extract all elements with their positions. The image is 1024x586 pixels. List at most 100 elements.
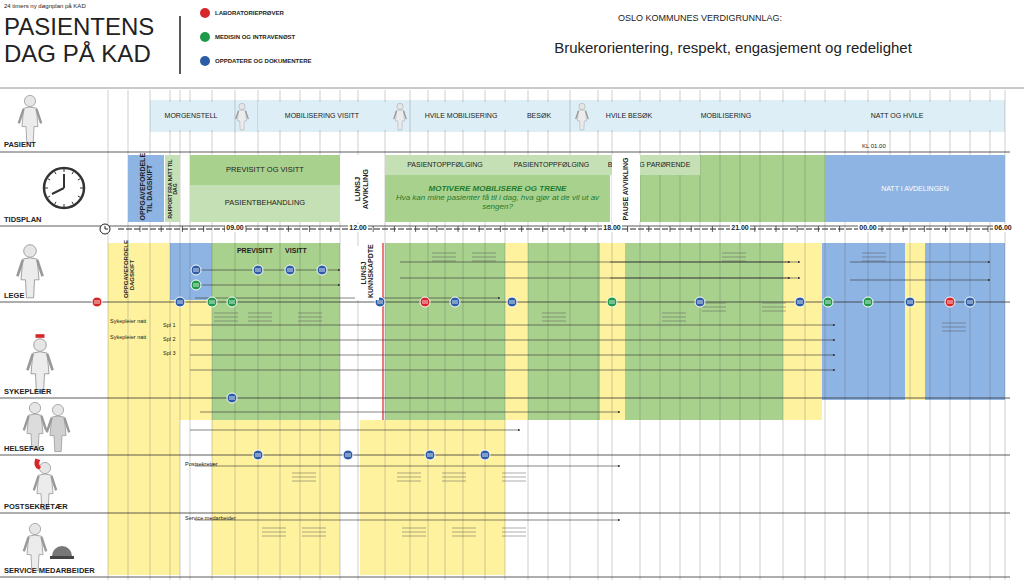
note-line [662, 313, 686, 314]
event-marker [253, 450, 263, 460]
lane-name: HELSEFAG [4, 445, 44, 453]
grid-line [783, 90, 784, 580]
lunch-divider [382, 243, 383, 420]
note-line [722, 261, 746, 262]
schedule-box: NATT I AVDELINGEN [825, 155, 1005, 222]
note-card [542, 313, 566, 321]
column-band [528, 243, 600, 420]
marker-disc [695, 297, 705, 307]
clock-mark [72, 172, 74, 175]
note-line [662, 321, 686, 322]
tick [776, 226, 777, 232]
column-band [700, 155, 825, 175]
node-text: MOBILISERING [698, 112, 755, 120]
marker-disc [175, 297, 185, 307]
column-band [783, 243, 822, 420]
lane-line [0, 152, 1010, 153]
note-line [452, 532, 476, 533]
note-card [502, 473, 526, 481]
node-text: PREVISITT [234, 247, 276, 255]
clock-mark [48, 179, 51, 181]
lane-name: SYKEPLEIER [4, 388, 52, 396]
marker-disc [795, 297, 805, 307]
note-line [292, 477, 316, 478]
band-figure [236, 103, 249, 130]
note-label: Spl 3 [163, 350, 176, 356]
tick [203, 226, 204, 232]
note-line [452, 536, 476, 537]
time-label: 21.00 [730, 224, 750, 232]
event-marker [285, 265, 295, 275]
node-text: LUNSJ KUNNSKAPDTE [360, 248, 375, 298]
note-card [762, 303, 786, 311]
marker-disc [317, 265, 327, 275]
note-line [502, 481, 526, 482]
note-line [502, 473, 526, 474]
lane-line [0, 513, 1010, 514]
tick [436, 226, 437, 232]
legend-item: OPPDATERE OG DOKUMENTERE [200, 56, 312, 66]
event-marker [207, 297, 217, 307]
tick [479, 226, 480, 232]
event-marker [175, 297, 185, 307]
note-label: OSLO KOMMUNES VERDIGRUNNLAG: [618, 14, 782, 24]
tick [458, 226, 459, 232]
marker-glyph [798, 300, 802, 304]
health-worker-figure [24, 402, 46, 449]
marker-glyph [346, 453, 350, 457]
node-text: PASIENTOPPFØLGING [404, 161, 486, 169]
note-card [432, 253, 456, 261]
column-band [150, 100, 1005, 132]
tick [246, 226, 247, 232]
header-rule [0, 88, 1024, 89]
event-marker [607, 297, 617, 307]
service-figure [24, 523, 46, 570]
tick [924, 226, 925, 232]
event-marker [191, 265, 201, 275]
marker-glyph [230, 300, 234, 304]
note-line [502, 477, 526, 478]
marker-glyph [194, 268, 198, 272]
note-line [472, 257, 496, 258]
vertical-band: PAUSE AVVIKLING [612, 155, 640, 222]
service-bell [50, 546, 74, 559]
tick [627, 226, 628, 232]
vertical-band: OPPGAVEFORDELE DAGSKIFT [118, 250, 140, 300]
lane-arrow [195, 520, 620, 521]
note-line [262, 528, 286, 529]
marker-glyph [483, 453, 487, 457]
grid-line [760, 90, 761, 580]
note-card [292, 473, 316, 481]
lane-arrow [195, 285, 340, 286]
event-marker [450, 297, 460, 307]
event-marker [191, 280, 201, 290]
band-figure [394, 103, 407, 130]
note-line [262, 536, 286, 537]
tick [648, 226, 649, 232]
node-text: BESØK [524, 112, 554, 120]
event-marker [420, 297, 430, 307]
time-label: 12.00 [348, 224, 368, 232]
note-line [472, 253, 496, 254]
clock-mark [64, 204, 65, 207]
schedule-box: MORGENSTELL [155, 102, 227, 130]
start-clock [100, 224, 110, 234]
legend-item: LABORATORIEPRØVER [200, 8, 284, 18]
lane-lines [0, 152, 1010, 577]
column-band [600, 243, 625, 420]
marker-disc [227, 393, 237, 403]
event-marker [965, 297, 975, 307]
tick [670, 226, 671, 232]
note-card [248, 313, 272, 321]
marker-glyph [948, 300, 952, 304]
marker-disc [480, 450, 490, 460]
column-band [180, 300, 212, 420]
note-line [542, 321, 566, 322]
marker-disc [227, 297, 237, 307]
vertical-band: LUNSJ AVVIKLING [340, 155, 384, 222]
event-marker [905, 297, 915, 307]
patient-figure [19, 95, 41, 142]
lane-arrows [190, 262, 990, 520]
note-line [702, 307, 726, 308]
